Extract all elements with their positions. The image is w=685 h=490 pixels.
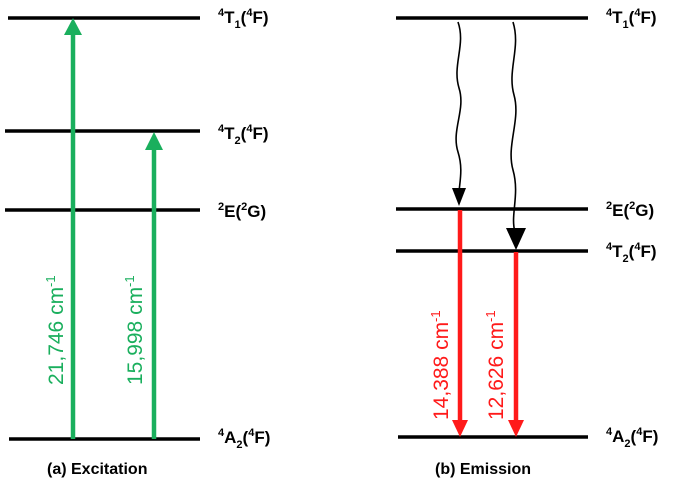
level-label-2E-a: 2E(2G): [218, 201, 266, 221]
level-label-4T1-b: 4T1(4F): [606, 7, 656, 31]
panel-excitation: 4T1(4F) 4T2(4F) 2E(2G) 4A2(4F) 21,746 cm…: [5, 7, 270, 478]
level-label-4T2-b: 4T2(4F): [606, 241, 656, 265]
level-label-2E-b: 2E(2G): [606, 200, 654, 220]
excitation-arrowhead-4T2: [145, 132, 163, 150]
relaxation-arrowhead-to-2E: [452, 188, 466, 206]
emission-value-12626: 12,626 cm-1: [483, 310, 508, 420]
level-label-4A2-a: 4A2(4F): [218, 427, 270, 451]
caption-emission: (b) Emission: [435, 461, 531, 478]
relaxation-wave-to-4T2: [510, 21, 517, 233]
emission-value-14388: 14,388 cm-1: [428, 310, 453, 420]
level-label-4A2-b: 4A2(4F): [606, 426, 658, 450]
emission-arrowhead-2E: [452, 420, 468, 437]
excitation-arrowhead-4T1: [64, 18, 82, 35]
emission-arrowhead-4T2: [508, 420, 524, 437]
panel-emission: 4T1(4F) 2E(2G) 4T2(4F) 4A2(4F) 14,388 cm…: [396, 7, 658, 478]
level-label-4T1-a: 4T1(4F): [218, 7, 268, 31]
relaxation-arrowhead-to-4T2: [506, 228, 526, 250]
excitation-value-15998: 15,998 cm-1: [122, 275, 147, 385]
excitation-value-21746: 21,746 cm-1: [43, 275, 68, 385]
level-label-4T2-a: 4T2(4F): [218, 123, 268, 147]
relaxation-wave-to-2E: [455, 21, 462, 193]
caption-excitation: (a) Excitation: [47, 461, 147, 478]
